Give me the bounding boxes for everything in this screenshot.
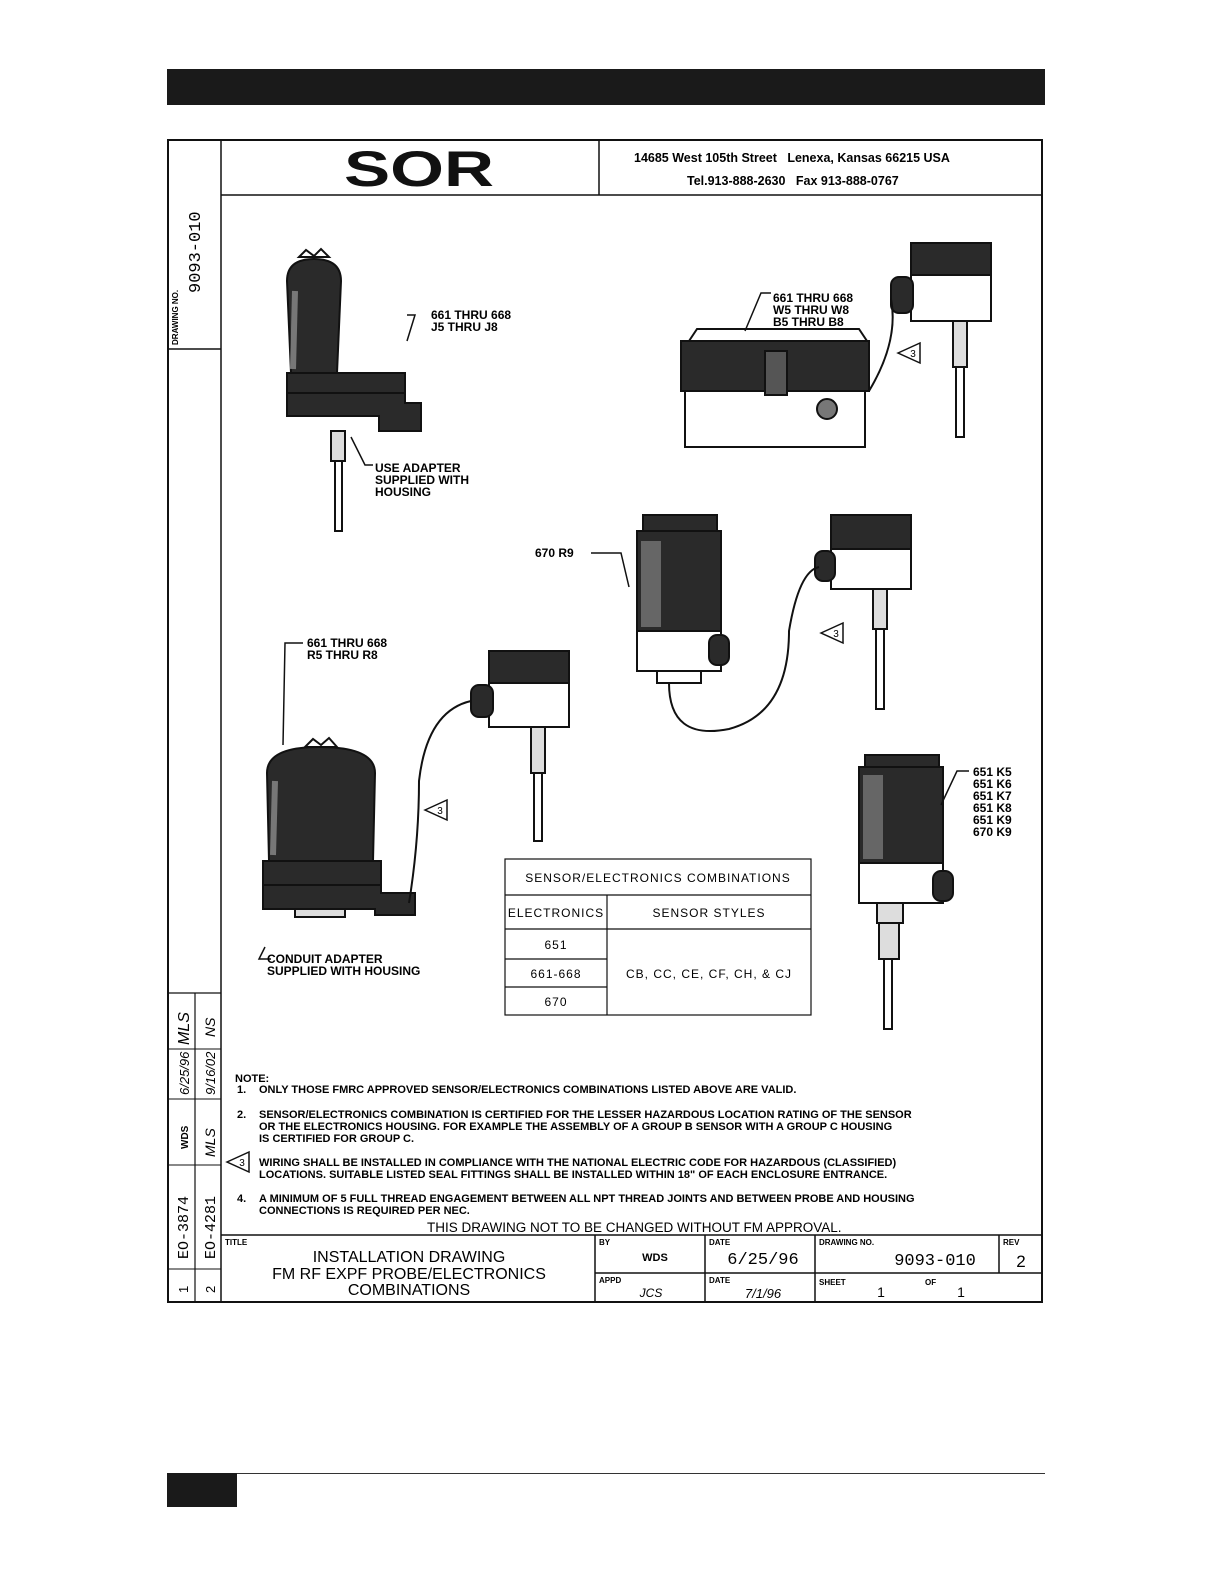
- drawing-no-label: DRAWING NO.: [819, 1238, 874, 1247]
- note2-line2: OR THE ELECTRONICS HOUSING. FOR EXAMPLE …: [259, 1121, 892, 1133]
- housing-box-2: [680, 328, 870, 448]
- callout-housing5-line1: 651 K5: [973, 765, 1012, 779]
- flag-note3-a-text: 3: [910, 349, 916, 360]
- combinations-row-651: 651: [544, 938, 567, 952]
- callout-adapter1-line2: SUPPLIED WITH: [375, 473, 469, 487]
- combinations-table: [504, 858, 812, 1016]
- callout-housing2-line1: 661 THRU 668: [773, 291, 853, 305]
- rev2-appd: NS: [202, 1017, 218, 1037]
- rev1-date: 6/25/96: [177, 1051, 192, 1095]
- callout-housing5: 651 K5 651 K6 651 K7 651 K8 651 K9 670 K…: [973, 765, 1012, 839]
- company-phone: Tel.913-888-2630 Fax 913-888-0767: [687, 174, 899, 188]
- note3-line1: WIRING SHALL BE INSTALLED IN COMPLIANCE …: [259, 1157, 897, 1169]
- housing-tall-3: [636, 514, 730, 684]
- callout-housing5-line2: 651 K6: [973, 777, 1012, 791]
- housing-round-1: [285, 247, 422, 532]
- flag-note3-b: 3: [819, 621, 844, 645]
- combinations-sensor-styles: CB, CC, CE, CF, CH, & CJ: [626, 967, 792, 981]
- note3-line2: LOCATIONS. SUITABLE LISTED SEAL FITTINGS…: [259, 1169, 887, 1181]
- date-label: DATE: [709, 1238, 731, 1247]
- callout-housing4-line1: 661 THRU 668: [307, 636, 387, 650]
- note3-number: 3: [239, 1158, 245, 1169]
- flag-note3-b-text: 3: [833, 629, 839, 640]
- by-label: BY: [599, 1238, 611, 1247]
- rev2-eo: EO-4281: [203, 1196, 220, 1259]
- of-label: OF: [925, 1278, 936, 1287]
- combinations-col-sensor-styles: SENSOR STYLES: [652, 906, 765, 920]
- appd-value: JCS: [639, 1286, 663, 1300]
- sensor-head-3: [814, 514, 912, 710]
- callout-housing2-line2: W5 THRU W8: [773, 303, 849, 317]
- rev2-date: 9/16/02: [203, 1051, 218, 1095]
- rev2-number: 2: [203, 1286, 218, 1293]
- sheet-label: SHEET: [819, 1278, 846, 1287]
- rev2-by: MLS: [202, 1128, 218, 1157]
- appd-label: APPD: [599, 1276, 621, 1285]
- housing-round-4: [262, 736, 416, 918]
- callout-housing3: 670 R9: [535, 546, 574, 560]
- flag-note3-a: 3: [896, 341, 921, 365]
- note1-text: ONLY THOSE FMRC APPROVED SENSOR/ELECTRON…: [259, 1084, 796, 1096]
- callout-adapter1-line3: HOUSING: [375, 485, 431, 499]
- callout-housing1-line1: 661 THRU 668: [431, 308, 511, 322]
- title-label: TITLE: [225, 1238, 248, 1247]
- callout-housing5-line4: 651 K8: [973, 801, 1012, 815]
- drawing-no-value: 9093-010: [894, 1252, 976, 1271]
- callout-housing4-line2: R5 THRU R8: [307, 648, 378, 662]
- footer-tab: [167, 1473, 237, 1507]
- rev1-appd: MLS: [176, 1012, 193, 1045]
- rev1-eo: EO-3874: [176, 1196, 193, 1259]
- housing-tall-5: [858, 754, 954, 1030]
- date2-value: 7/1/96: [745, 1286, 782, 1301]
- note2-line3: IS CERTIFIED FOR GROUP C.: [259, 1133, 414, 1145]
- combinations-row-670: 670: [544, 995, 567, 1009]
- note4-number: 4.: [237, 1193, 246, 1205]
- sheet-value: 1: [877, 1284, 885, 1300]
- rev-value: 2: [1016, 1252, 1025, 1271]
- rev1-by: WDS: [180, 1125, 191, 1149]
- of-value: 1: [957, 1284, 965, 1300]
- note3-flag: [225, 1150, 250, 1174]
- date-value: 6/25/96: [727, 1251, 798, 1270]
- installation-drawing: SOR 14685 West 105th Street Lenexa, Kans…: [169, 141, 1041, 1301]
- rev1-number: 1: [176, 1286, 191, 1293]
- callout-housing5-line5: 651 K9: [973, 813, 1012, 827]
- callout-adapter2-line2: SUPPLIED WITH HOUSING: [267, 964, 420, 978]
- callout-housing1-line2: J5 THRU J8: [431, 320, 498, 334]
- company-logo: SOR: [344, 141, 494, 197]
- by-value: WDS: [642, 1252, 668, 1264]
- footer-rule: [167, 1473, 1045, 1474]
- combinations-col-electronics: ELECTRONICS: [508, 906, 604, 920]
- callout-housing5-line3: 651 K7: [973, 789, 1012, 803]
- note2-line1: SENSOR/ELECTRONICS COMBINATION IS CERTIF…: [259, 1109, 912, 1121]
- callout-housing2-line3: B5 THRU B8: [773, 315, 844, 329]
- title-line3: COMBINATIONS: [348, 1282, 470, 1299]
- notes: NOTE: 1. ONLY THOSE FMRC APPROVED SENSOR…: [225, 1073, 915, 1217]
- drawing-frame: SOR 14685 West 105th Street Lenexa, Kans…: [167, 139, 1043, 1303]
- callout-housing5-line6: 670 K9: [973, 825, 1012, 839]
- title-block: [221, 1234, 1041, 1301]
- notes-heading: NOTE:: [235, 1073, 269, 1085]
- note2-number: 2.: [237, 1109, 246, 1121]
- strip-drawing-no: 9093-010: [187, 211, 206, 293]
- title-line2: FM RF EXPF PROBE/ELECTRONICS: [272, 1266, 546, 1283]
- flag-note3-c-text: 3: [437, 806, 443, 817]
- title-line1: INSTALLATION DRAWING: [313, 1249, 506, 1266]
- header-bar: [167, 69, 1045, 105]
- callout-adapter1-line1: USE ADAPTER: [375, 461, 461, 475]
- note1-number: 1.: [237, 1084, 246, 1096]
- sensor-head-2: [890, 242, 992, 438]
- combinations-table-title: SENSOR/ELECTRONICS COMBINATIONS: [525, 871, 790, 885]
- combinations-row-661-668: 661-668: [530, 967, 581, 981]
- date2-label: DATE: [709, 1276, 731, 1285]
- note4-line2: CONNECTIONS IS REQUIRED PER NEC.: [259, 1205, 470, 1217]
- callout-adapter2-line1: CONDUIT ADAPTER: [267, 952, 383, 966]
- fm-approval-warning: THIS DRAWING NOT TO BE CHANGED WITHOUT F…: [427, 1220, 842, 1235]
- company-address: 14685 West 105th Street Lenexa, Kansas 6…: [634, 151, 950, 165]
- note4-line1: A MINIMUM OF 5 FULL THREAD ENGAGEMENT BE…: [259, 1193, 915, 1205]
- strip-drawing-no-label: DRAWING NO.: [171, 290, 180, 345]
- flag-note3-c: 3: [423, 798, 448, 822]
- sensor-head-4: [470, 650, 570, 842]
- rev-label: REV: [1003, 1238, 1020, 1247]
